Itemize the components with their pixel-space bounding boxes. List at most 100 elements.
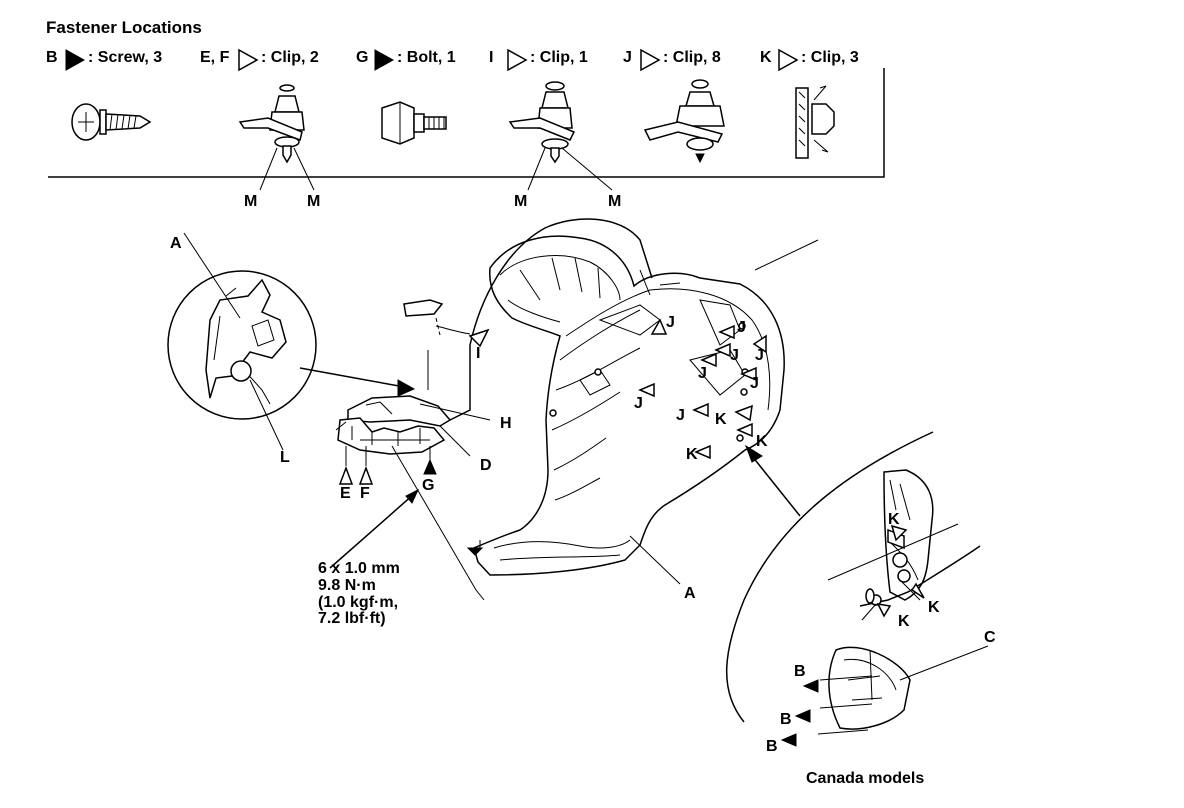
open-triangle-icon	[734, 404, 753, 422]
legend-desc: : Clip, 1	[530, 49, 588, 66]
label-e: E	[340, 485, 351, 502]
label-j: J	[750, 375, 759, 392]
legend-item-j: J : Clip, 8	[623, 48, 721, 72]
label-b: B	[794, 663, 806, 680]
label-b: B	[780, 711, 792, 728]
label-i: I	[476, 345, 480, 362]
legend-desc: : Clip, 2	[261, 49, 319, 66]
inset-pointer-line	[751, 455, 801, 517]
label-k: K	[756, 433, 768, 450]
label-a: A	[684, 585, 696, 602]
label-f: F	[360, 485, 370, 502]
filled-triangle-icon	[374, 49, 395, 71]
torque-nm: 9.8 N·m	[318, 577, 376, 594]
diagram-title: Fastener Locations	[46, 18, 202, 37]
label-h: H	[500, 415, 512, 432]
clip-j-icon	[643, 79, 725, 164]
open-triangle-icon	[694, 444, 711, 460]
legend-key: E, F	[200, 49, 230, 66]
label-j: J	[666, 314, 675, 331]
leader-a	[629, 535, 681, 585]
label-j: J	[634, 395, 643, 412]
torque-spec: 6 x 1.0 mm 9.8 N·m (1.0 kgf·m, 7.2 lbf·f…	[318, 488, 420, 627]
open-triangle-icon	[714, 342, 731, 358]
open-triangle-icon	[338, 465, 354, 485]
torque-size: 6 x 1.0 mm	[318, 560, 400, 577]
label-m: M	[244, 193, 257, 210]
open-triangle-icon	[736, 422, 753, 438]
label-k: K	[928, 599, 940, 616]
open-triangle-icon	[910, 582, 925, 599]
torque-lbfft: 7.2 lbf·ft)	[318, 610, 386, 627]
open-triangle-icon	[692, 402, 709, 418]
fender-liner-a	[466, 235, 785, 576]
filled-triangle-icon	[780, 733, 797, 747]
label-a: A	[170, 235, 182, 252]
label-m: M	[307, 193, 320, 210]
label-c: C	[984, 629, 996, 646]
m-labels: M M M M	[244, 147, 621, 210]
legend-item-b: B : Screw, 3	[46, 49, 162, 71]
legend-item-ef: E, F : Clip, 2	[200, 48, 319, 72]
legend-desc: : Clip, 8	[663, 49, 721, 66]
j-k-callouts: J J J J J J J J K K K	[634, 314, 768, 463]
inset-caption: Canada models	[806, 770, 924, 787]
filled-triangle-icon	[794, 709, 811, 723]
label-k: K	[898, 613, 910, 630]
label-j: J	[737, 319, 746, 336]
legend-key: G	[356, 49, 368, 66]
canada-inset: K K K B B B C	[726, 431, 996, 755]
open-triangle-icon	[718, 324, 735, 340]
label-d: D	[480, 457, 492, 474]
open-triangle-icon	[358, 465, 374, 485]
label-j: J	[730, 347, 739, 364]
open-triangle-icon	[238, 48, 259, 72]
legend-item-k: K : Clip, 3	[760, 48, 859, 72]
legend-key: J	[623, 49, 632, 66]
label-j: J	[676, 407, 685, 424]
torque-kgfm: (1.0 kgf·m,	[318, 594, 398, 611]
label-k: K	[888, 511, 900, 528]
open-triangle-icon	[700, 352, 717, 368]
bolt-icon	[381, 101, 447, 145]
detail-circle-l: A L	[167, 232, 416, 466]
bracket-h-d: H D	[335, 395, 512, 601]
legend-item-g: G : Bolt, 1	[356, 49, 456, 71]
inset-pointer-arrow	[745, 444, 763, 463]
open-triangle-icon	[650, 318, 668, 335]
legend-desc: : Bolt, 1	[397, 49, 456, 66]
legend-key: B	[46, 49, 58, 66]
fender-arch-outline	[469, 218, 653, 346]
label-l: L	[280, 449, 290, 466]
filled-triangle-icon	[65, 49, 86, 71]
legend-desc: : Screw, 3	[88, 49, 162, 66]
label-g: G	[422, 477, 434, 494]
label-j: J	[755, 347, 764, 364]
open-triangle-icon	[876, 603, 892, 618]
label-j: J	[698, 365, 707, 382]
legend-desc: : Clip, 3	[801, 49, 859, 66]
label-m: M	[608, 193, 621, 210]
open-triangle-icon	[890, 524, 908, 542]
legend-frame	[48, 68, 885, 178]
screw-icon	[71, 103, 152, 141]
legend-key: I	[489, 49, 493, 66]
fender-edge-line	[449, 345, 471, 421]
clip-i-group: I	[403, 299, 490, 390]
fastener-legend: B : Screw, 3 E, F : Clip, 2 G : Bolt, 1 …	[46, 48, 859, 72]
efg-markers: E F G	[338, 446, 437, 502]
legend-key: K	[760, 49, 772, 66]
legend-item-i: I : Clip, 1	[489, 48, 588, 72]
open-triangle-icon	[752, 334, 767, 354]
fender-top-line	[754, 239, 819, 271]
clip-ef-icon	[238, 84, 305, 164]
label-m: M	[514, 193, 527, 210]
label-b: B	[766, 738, 778, 755]
open-triangle-icon	[778, 48, 799, 72]
filled-triangle-icon	[423, 458, 437, 475]
clip-k-icon	[795, 85, 835, 159]
label-k: K	[715, 411, 727, 428]
open-triangle-icon	[507, 48, 528, 72]
filled-triangle-icon	[802, 679, 819, 693]
